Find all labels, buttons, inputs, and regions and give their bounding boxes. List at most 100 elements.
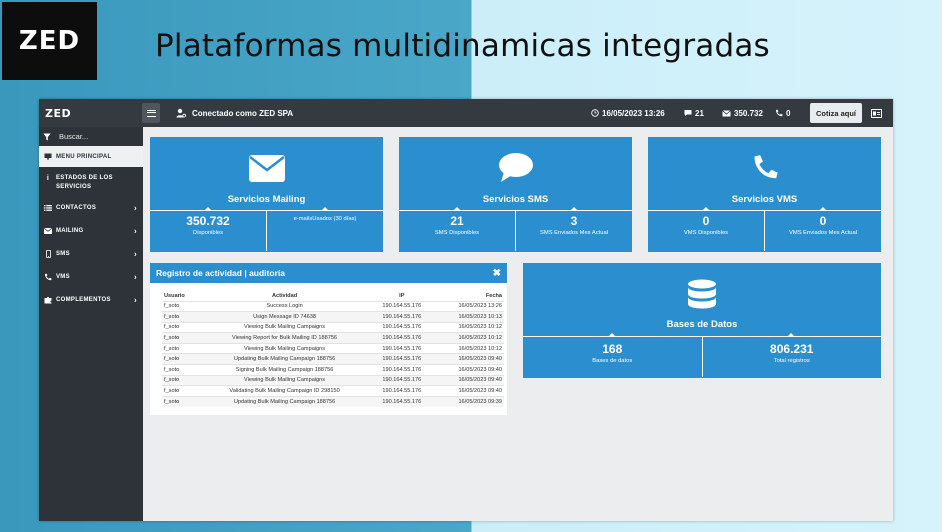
user-status[interactable]: Conectado como ZED SPA [176, 99, 293, 127]
cell-user: f_soto [162, 321, 198, 333]
app-window: ZED Conectado como ZED SPA 16/05/2023 13… [39, 99, 893, 521]
cell-ip: 190.164.55.176 [371, 311, 433, 323]
card-notch [787, 333, 795, 337]
sidebar-item-label: VMS [56, 273, 70, 280]
calls-counter[interactable]: 0 [775, 99, 790, 127]
mailing-available: 350.732 Disponibles [150, 211, 266, 251]
mailing-service-card[interactable]: Servicios Mailing 350.732 Disponibles e-… [150, 137, 383, 252]
mailing-title: Servicios Mailing [227, 194, 306, 205]
column-header: Fecha [485, 292, 502, 299]
info-icon: i [46, 175, 50, 182]
cell-user: f_soto [162, 332, 198, 344]
sidebar-item-sms[interactable]: SMS › [39, 242, 143, 265]
sidebar-item-label: ESTADOS DE LOS SERVICIOS [56, 175, 113, 190]
card-notch [819, 207, 827, 211]
cell-ip: 190.164.55.176 [371, 332, 433, 344]
sidebar-item-mailing[interactable]: MAILING › [39, 219, 143, 242]
envelope-icon [43, 227, 53, 234]
cell-ip: 190.164.55.176 [371, 353, 433, 365]
phone-icon [754, 155, 778, 179]
cell-date: 16/05/2023 10:12 [432, 342, 504, 354]
sms-card-header: Servicios SMS [399, 137, 632, 211]
mailing-available-value: 350.732 [186, 214, 230, 228]
vms-service-card[interactable]: Servicios VMS 0 VMS Disponibles 0 VMS En… [648, 137, 881, 252]
sidebar-item-label: MENU PRINCIPAL [56, 153, 112, 160]
activity-log-header: Registro de actividad | auditoría ✖ [150, 263, 507, 283]
databases-card-header: Bases de Datos [523, 263, 881, 337]
sms-service-card[interactable]: Servicios SMS 21 SMS Disponibles 3 SMS E… [399, 137, 632, 252]
chevron-right-icon: › [134, 203, 137, 212]
mailing-stats: 350.732 Disponibles e-mailsUsados (30 dí… [150, 211, 383, 251]
slide-title: Plataformas multidinamicas integradas [155, 28, 770, 64]
sidebar: Buscar... MENU PRINCIPAL i ESTADOS DE LO… [39, 127, 143, 521]
sidebar-item-contactos[interactable]: CONTACTOS › [39, 196, 143, 219]
app-logo[interactable]: ZED [45, 106, 72, 120]
sms-sent: 3 SMS Enviados Mes Actual [515, 211, 632, 251]
sidebar-item-estados[interactable]: i ESTADOS DE LOS SERVICIOS [39, 167, 143, 196]
sms-sent-label: SMS Enviados Mes Actual [540, 230, 608, 236]
close-icon[interactable]: ✖ [492, 267, 501, 279]
envelope-icon [722, 109, 731, 116]
quote-button[interactable]: Cotiza aquí [810, 103, 863, 123]
monitor-icon [43, 153, 53, 160]
mailing-card-header: Servicios Mailing [150, 137, 383, 211]
cell-activity: Viewing Bulk Mailing Campaigns [197, 374, 372, 386]
vms-available: 0 VMS Disponibles [648, 211, 764, 251]
cell-date: 16/05/2023 10:12 [432, 321, 504, 333]
cell-activity: Viewing Bulk Mailing Campaigns [197, 342, 372, 354]
cell-activity: Updating Bulk Mailing Campaign 188756 [197, 395, 372, 407]
cell-user: f_soto [162, 300, 198, 312]
activity-log-title: Registro de actividad | auditoría [156, 268, 285, 278]
sidebar-item-vms[interactable]: VMS › [39, 265, 143, 288]
sidebar-item-menu-principal[interactable]: MENU PRINCIPAL [39, 146, 143, 167]
cell-date: 16/05/2023 13:26 [432, 300, 504, 312]
messages-counter[interactable]: 21 [684, 99, 704, 127]
mobile-icon [43, 249, 53, 258]
phone-icon [776, 109, 783, 117]
vms-available-label: VMS Disponibles [683, 230, 729, 236]
card-notch [321, 207, 329, 211]
slide-logo: ZED [2, 2, 97, 80]
phone-icon [43, 273, 53, 281]
cell-ip: 190.164.55.176 [371, 300, 433, 312]
vms-stats: 0 VMS Disponibles 0 VMS Enviados Mes Act… [648, 211, 881, 251]
sidebar-item-label: SMS [56, 250, 70, 257]
cell-ip: 190.164.55.176 [371, 374, 433, 386]
sidebar-item-label: MAILING [56, 227, 84, 234]
cell-user: f_soto [162, 374, 198, 386]
search-placeholder: Buscar... [59, 132, 89, 141]
list-icon [43, 204, 53, 211]
sidebar-item-complementos[interactable]: COMPLEMENTOS › [39, 288, 143, 311]
cell-date: 16/05/2023 09:39 [432, 395, 504, 407]
menu-toggle-button[interactable] [142, 103, 160, 123]
cell-date: 16/05/2023 09:40 [432, 385, 504, 397]
sidebar-search[interactable]: Buscar... [39, 127, 143, 146]
sms-available-value: 21 [450, 214, 464, 228]
chevron-right-icon: › [134, 272, 137, 281]
card-notch [702, 207, 710, 211]
sms-count: 350.732 [734, 108, 763, 118]
table-header-row: Usuario Actividad IP Fecha [162, 291, 504, 301]
card-notch [608, 333, 616, 337]
id-card-icon[interactable] [871, 99, 882, 127]
mailing-used: e-mailsUsados (30 días) [266, 211, 383, 251]
sms-sent-value: 3 [570, 214, 578, 228]
user-label: Conectado como ZED SPA [192, 108, 294, 118]
messages-count: 21 [695, 108, 704, 118]
sms-counter[interactable]: 350.732 [722, 99, 763, 127]
sms-stats: 21 SMS Disponibles 3 SMS Enviados Mes Ac… [399, 211, 632, 251]
databases-records-value: 806.231 [770, 342, 814, 356]
cell-date: 16/05/2023 10:13 [432, 311, 504, 323]
vms-title: Servicios VMS [731, 194, 798, 205]
cell-activity: Signing Bulk Mailing Campaign 188756 [197, 364, 372, 376]
calls-count: 0 [786, 108, 791, 118]
sms-title: Servicios SMS [482, 194, 549, 205]
datetime-text: 16/05/2023 13:26 [602, 108, 665, 118]
databases-card[interactable]: Bases de Datos 168 Bases de datos 806.23… [523, 263, 881, 378]
